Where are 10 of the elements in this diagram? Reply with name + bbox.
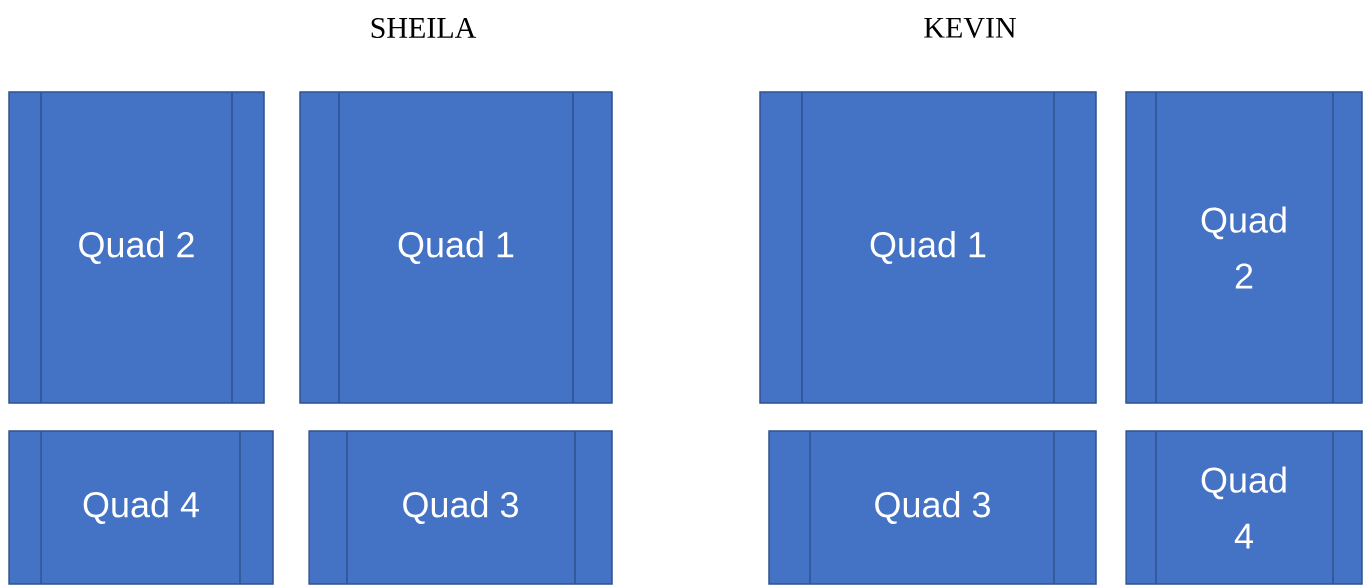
process-box: Quad 1 [299, 91, 613, 404]
process-box: Quad 4 [1125, 430, 1363, 585]
process-box: Quad 1 [759, 91, 1097, 404]
process-box: Quad 3 [308, 430, 613, 585]
process-box: Quad 4 [8, 430, 274, 585]
process-box: Quad 2 [1125, 91, 1363, 404]
group-heading: KEVIN [924, 17, 1016, 39]
process-box: Quad 3 [768, 430, 1097, 585]
process-box: Quad 2 [8, 91, 265, 404]
group-heading: SHEILA [371, 17, 477, 39]
